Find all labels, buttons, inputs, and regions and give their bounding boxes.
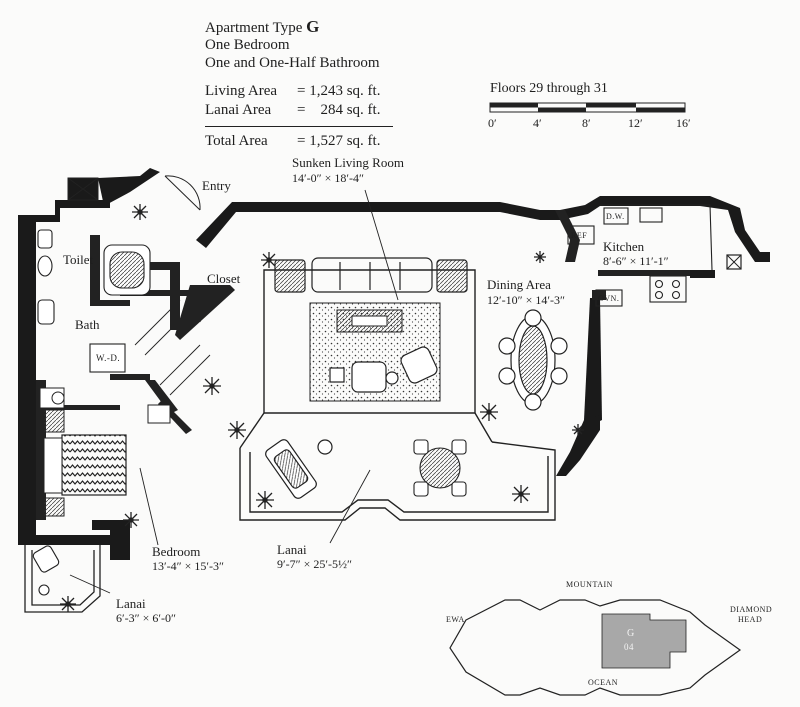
washer-dryer-label: W.-D.: [96, 353, 121, 363]
total-area-label: Total Area: [205, 133, 268, 149]
key-plan-mountain: MOUNTAIN: [566, 580, 613, 589]
bedroom-label: Bedroom: [152, 544, 201, 559]
lanai-area-label: Lanai Area: [205, 102, 272, 118]
key-plan-unit-letter: G: [627, 628, 635, 639]
key-plan-head: HEAD: [738, 615, 763, 624]
key-plan-unit-number: 04: [624, 642, 634, 652]
apartment-type-title: Apartment Type G: [205, 18, 319, 37]
floors-label: Floors 29 through 31: [490, 81, 608, 96]
dining-table: [498, 309, 568, 411]
kitchen-label: Kitchen: [603, 239, 645, 254]
scale-tick-16: 16′: [676, 116, 691, 130]
key-plan: [449, 599, 742, 696]
bedroom-lanai-label: Lanai: [116, 596, 146, 611]
refrigerator-label: REF: [571, 231, 588, 240]
coffee-table: [336, 309, 403, 333]
closet-label: Closet: [207, 271, 241, 286]
total-divider: [205, 126, 393, 127]
sunken-living-room-label: Sunken Living Room: [292, 155, 404, 170]
armchairs: [329, 346, 438, 393]
title-letter: G: [306, 17, 320, 36]
title-prefix: Apartment Type: [205, 20, 303, 36]
living-area-value: = 1,243 sq. ft.: [297, 83, 381, 99]
leader-lines: [69, 189, 399, 594]
bathroom-count: One and One-Half Bathroom: [205, 55, 380, 71]
scale-bar: [489, 102, 686, 113]
bedroom-lanai-outline: [24, 545, 101, 613]
scale-tick-0: 0′: [488, 116, 497, 130]
toilet-label: Toilet: [63, 252, 94, 267]
sunken-living-room-dimensions: 14′-0″ × 18′-4″: [292, 171, 365, 185]
oven-label: OVN.: [598, 294, 620, 303]
plants: [60, 204, 584, 612]
dishwasher-label: D.W.: [606, 212, 625, 221]
desk-chair: [39, 387, 171, 424]
main-lanai-outline: [239, 441, 556, 521]
dining-area-dimensions: 12′-10″ × 14′-3″: [487, 293, 566, 307]
key-plan-unit-g04: [601, 613, 687, 669]
bedroom-count: One Bedroom: [205, 37, 290, 53]
closet-shelving: [134, 299, 211, 396]
bedroom-dimensions: 13′-4″ × 15′-3″: [152, 559, 225, 573]
exterior-walls: [18, 168, 770, 560]
lanai-lounger: [265, 439, 333, 499]
key-plan-diamond: DIAMOND: [730, 605, 773, 614]
scale-tick-4: 4′: [533, 116, 542, 130]
main-lanai-dimensions: 9′-7″ × 25′-5½″: [277, 557, 353, 571]
sunken-living-room-outline: [239, 269, 493, 449]
bath-fixtures: [37, 229, 151, 373]
kitchen-duct: [726, 254, 742, 270]
bedroom-lanai-chair: [32, 545, 60, 596]
key-plan-ocean: OCEAN: [588, 678, 619, 687]
entry-label: Entry: [202, 178, 231, 193]
sofa: [274, 257, 468, 293]
scale-tick-12: 12′: [628, 116, 643, 130]
key-plan-ewa: EWA: [446, 615, 465, 624]
kitchen-counters: [567, 204, 713, 307]
bath-label: Bath: [75, 317, 100, 332]
bedroom-lanai-dimensions: 6′-3″ × 6′-0″: [116, 611, 177, 625]
living-area-label: Living Area: [205, 83, 278, 99]
lanai-table-set: [413, 439, 467, 497]
scale-tick-8: 8′: [582, 116, 591, 130]
total-area-value: = 1,527 sq. ft.: [297, 133, 381, 149]
entry-door: [67, 175, 201, 211]
bed: [43, 409, 127, 517]
kitchen-dimensions: 8′-6″ × 11′-1″: [603, 254, 669, 268]
key-plan-building: [449, 599, 742, 696]
dining-area-label: Dining Area: [487, 277, 551, 292]
lanai-area-value: = 284 sq. ft.: [297, 102, 381, 118]
main-lanai-label: Lanai: [277, 542, 307, 557]
